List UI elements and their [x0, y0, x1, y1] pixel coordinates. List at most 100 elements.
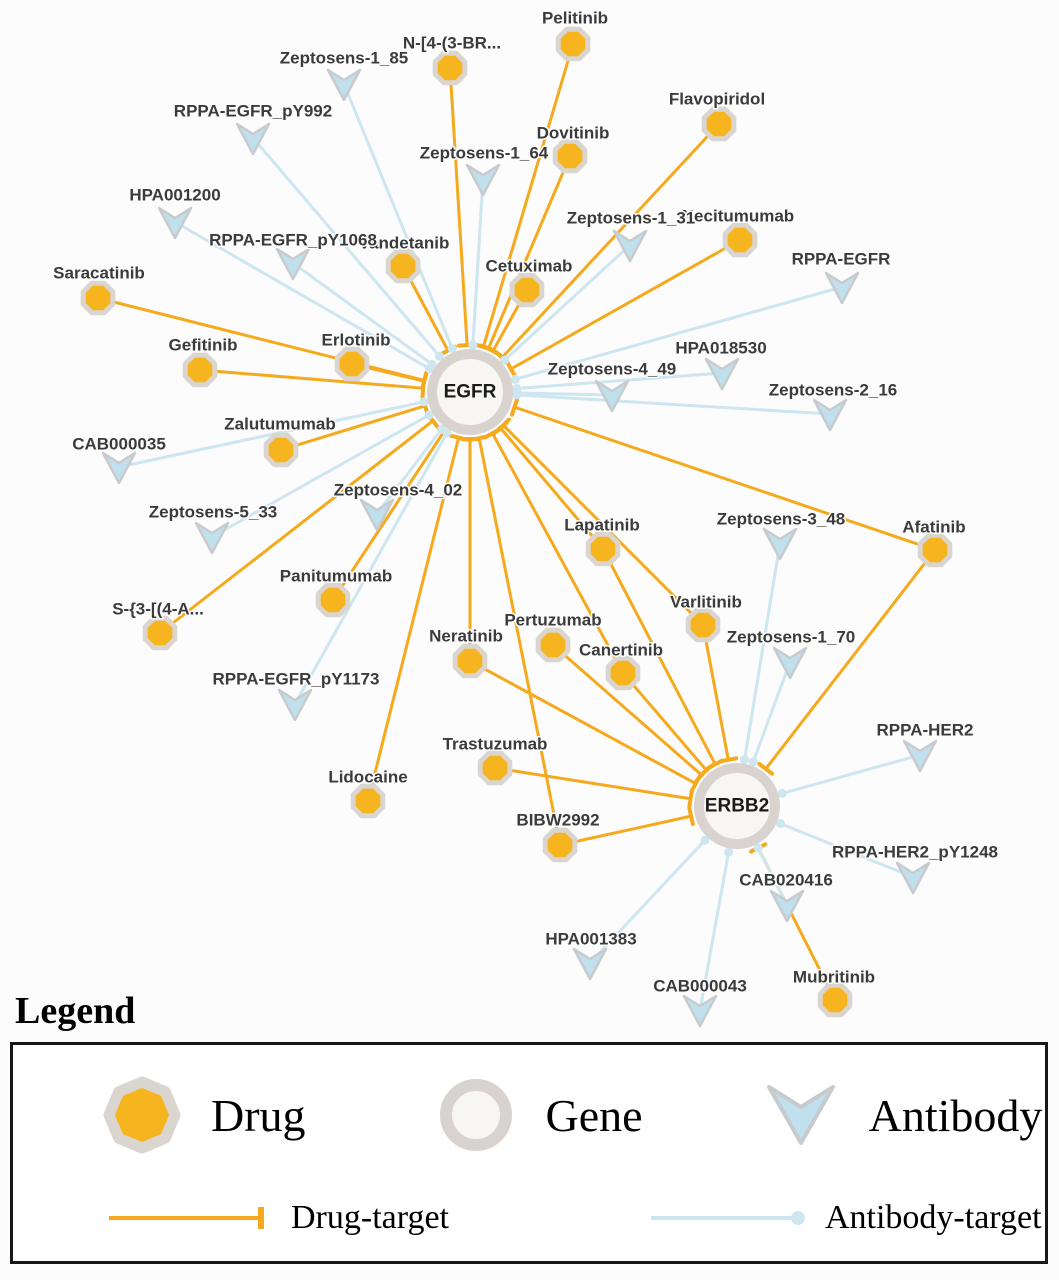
node-rppa_her2_py1248[interactable] — [895, 861, 931, 895]
node-hpa001200[interactable] — [157, 206, 193, 240]
node-rppa_egfr_py1068[interactable] — [275, 247, 311, 281]
node-lidocaine[interactable] — [350, 783, 386, 819]
gene-node-shape[interactable] — [427, 349, 513, 435]
antibody-node-shape[interactable] — [704, 357, 740, 391]
node-s34a[interactable] — [142, 615, 178, 651]
node-vandetanib[interactable] — [385, 248, 421, 284]
node-cetuximab[interactable] — [509, 272, 545, 308]
node-cab000043[interactable] — [682, 994, 718, 1028]
antibody-node-shape[interactable] — [682, 994, 718, 1028]
node-gefitinib[interactable] — [182, 352, 218, 388]
antibody-node-shape[interactable] — [359, 498, 395, 532]
antibody-node-shape[interactable] — [572, 947, 608, 981]
drug-node-shape[interactable] — [432, 50, 468, 86]
antibody-target-dot — [419, 397, 429, 407]
node-varlitinib[interactable] — [685, 607, 721, 643]
antibody-node-shape[interactable] — [326, 68, 362, 102]
antibody-node-shape[interactable] — [194, 521, 230, 555]
node-label-rppa_her2: RPPA-HER2 — [877, 721, 974, 740]
node-zeptosens_4_02[interactable] — [359, 498, 395, 532]
drug-node-shape[interactable] — [385, 248, 421, 284]
node-afatinib[interactable] — [917, 532, 953, 568]
node-zeptosens_3_48[interactable] — [762, 527, 798, 561]
antibody-node-shape[interactable] — [612, 229, 648, 263]
antibody-node-shape[interactable] — [277, 688, 313, 722]
antibody-node-shape[interactable] — [235, 122, 271, 156]
legend-node-row: Drug Gene Antibody — [13, 1055, 1045, 1175]
node-necitumumab[interactable] — [722, 222, 758, 258]
drug-node-shape[interactable] — [585, 531, 621, 567]
antibody-node-shape[interactable] — [762, 527, 798, 561]
drug-node-shape[interactable] — [80, 280, 116, 316]
gene-node-shape[interactable] — [694, 763, 780, 849]
node-dovitinib[interactable] — [552, 138, 588, 174]
drug-node-shape[interactable] — [477, 750, 513, 786]
drug-node-shape[interactable] — [350, 783, 386, 819]
drug-node-shape[interactable] — [917, 532, 953, 568]
antibody-node-shape[interactable] — [275, 247, 311, 281]
antibody-node-shape[interactable] — [594, 379, 630, 413]
node-rppa_egfr[interactable] — [824, 271, 860, 305]
drug-node-shape[interactable] — [552, 138, 588, 174]
drug-target-tee — [420, 371, 429, 391]
node-zeptosens_5_33[interactable] — [194, 521, 230, 555]
node-zeptosens_1_70[interactable] — [772, 646, 808, 680]
node-pelitinib[interactable] — [555, 26, 591, 62]
drug-node-shape[interactable] — [722, 222, 758, 258]
node-cab000035[interactable] — [101, 451, 137, 485]
drug-node-shape[interactable] — [315, 582, 351, 618]
antibody-node-shape[interactable] — [101, 451, 137, 485]
node-flavopiridol[interactable] — [701, 106, 737, 142]
node-canertinib[interactable] — [605, 655, 641, 691]
antibody-node-shape[interactable] — [812, 398, 848, 432]
antibody-node-shape[interactable] — [824, 271, 860, 305]
drug-node-shape[interactable] — [555, 26, 591, 62]
node-saracatinib[interactable] — [80, 280, 116, 316]
drug-node-shape[interactable] — [263, 432, 299, 468]
drug-node-shape[interactable] — [452, 643, 488, 679]
antibody-node-shape[interactable] — [902, 739, 938, 773]
drug-node-shape[interactable] — [701, 106, 737, 142]
edge-zeptosens_1_31-egfr — [500, 243, 632, 365]
node-zalutumumab[interactable] — [263, 432, 299, 468]
antibody-node-shape[interactable] — [465, 163, 501, 197]
node-lapatinib[interactable] — [585, 531, 621, 567]
node-rppa_egfr_py1173[interactable] — [277, 688, 313, 722]
node-zeptosens_1_64[interactable] — [465, 163, 501, 197]
node-bibw2992[interactable] — [542, 827, 578, 863]
node-mubritinib[interactable] — [817, 982, 853, 1018]
drug-node-shape[interactable] — [817, 982, 853, 1018]
node-zeptosens_1_85[interactable] — [326, 68, 362, 102]
node-hpa018530[interactable] — [704, 357, 740, 391]
antibody-node-shape[interactable] — [772, 646, 808, 680]
node-cab020416[interactable] — [769, 889, 805, 923]
node-trastuzumab[interactable] — [477, 750, 513, 786]
node-zeptosens_4_49[interactable] — [594, 379, 630, 413]
node-pertuzumab[interactable] — [535, 627, 571, 663]
drug-node-shape[interactable] — [142, 615, 178, 651]
edge-zeptosens_1_85-egfr — [342, 83, 457, 353]
drug-node-shape[interactable] — [605, 655, 641, 691]
node-rppa_egfr_py992[interactable] — [235, 122, 271, 156]
node-zeptosens_1_31[interactable] — [612, 229, 648, 263]
antibody-node-shape[interactable] — [895, 861, 931, 895]
node-neratinib[interactable] — [452, 643, 488, 679]
antibody-node-shape[interactable] — [157, 206, 193, 240]
drug-node-shape[interactable] — [685, 607, 721, 643]
node-hpa001383[interactable] — [572, 947, 608, 981]
drug-node-shape[interactable] — [182, 352, 218, 388]
drug-node-shape[interactable] — [334, 346, 370, 382]
drug-node-shape[interactable] — [535, 627, 571, 663]
node-erbb2[interactable]: ERBB2 — [694, 763, 780, 849]
node-zeptosens_2_16[interactable] — [812, 398, 848, 432]
node-egfr[interactable]: EGFR — [427, 349, 513, 435]
drug-node-shape[interactable] — [542, 827, 578, 863]
node-rppa_her2[interactable] — [902, 739, 938, 773]
drug-node-shape[interactable] — [509, 272, 545, 308]
edge-canertinib-erbb2 — [621, 672, 715, 778]
antibody-node-shape[interactable] — [769, 889, 805, 923]
node-panitumumab[interactable] — [315, 582, 351, 618]
node-n4br[interactable] — [432, 50, 468, 86]
drug-target-tee — [505, 359, 517, 378]
node-erlotinib[interactable] — [334, 346, 370, 382]
